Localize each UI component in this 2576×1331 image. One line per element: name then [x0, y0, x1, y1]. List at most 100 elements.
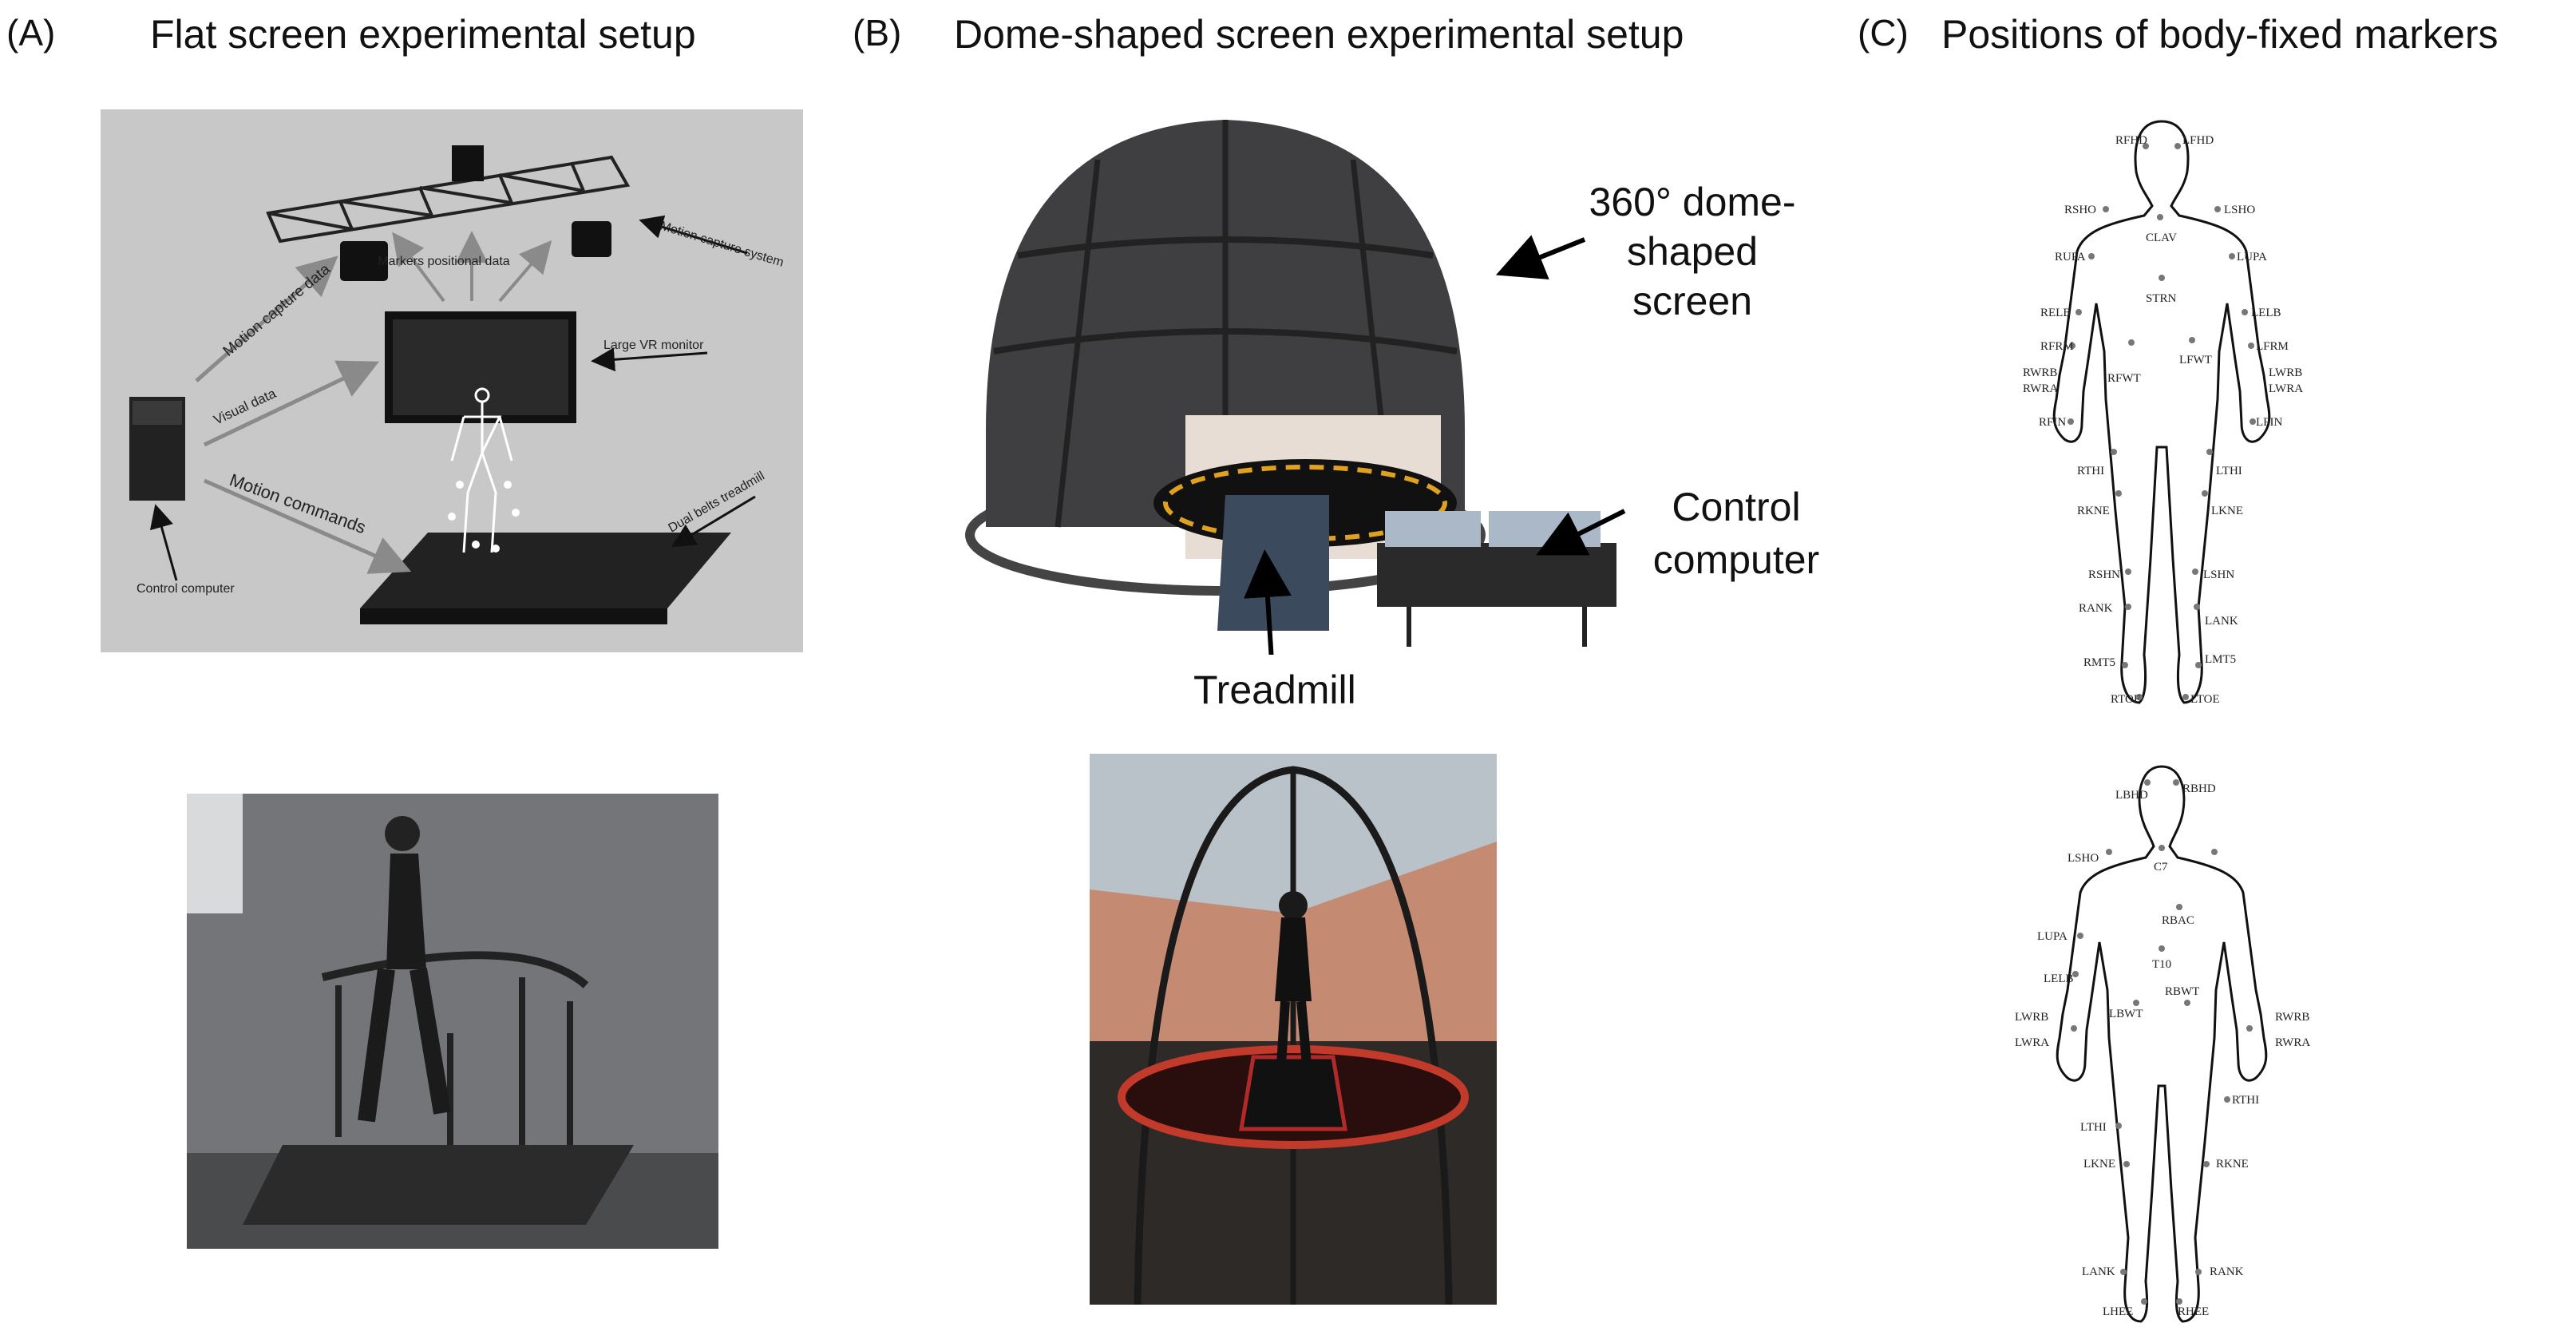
label-control-computer: Control computer	[137, 582, 235, 596]
marker-label-strn: STRN	[2146, 292, 2177, 305]
marker-dot	[2068, 418, 2074, 425]
panel-c-letter: (C)	[1858, 12, 1909, 53]
arrow-motion-capture-data	[195, 256, 338, 382]
marker-label-lfwt: LFWT	[2179, 354, 2212, 366]
dome-photo	[1090, 754, 1497, 1305]
marker-label-rfhd: RFHD	[2115, 134, 2147, 147]
label-markers-positional: Markers positional data	[378, 255, 510, 268]
control-desk	[1377, 543, 1616, 607]
label-visual-data: Visual data	[212, 386, 279, 428]
marker-dot	[2202, 490, 2208, 497]
marker-label-rupa: RUPA	[2055, 251, 2086, 263]
marker-dot	[2115, 1123, 2122, 1129]
marker-dot	[2111, 449, 2117, 455]
marker-label-rank: RANK	[2210, 1266, 2244, 1278]
treadmill-ramp	[1217, 495, 1329, 631]
marker-dot	[2182, 694, 2189, 700]
marker-dot	[2195, 1269, 2202, 1275]
marker-label-rbhd: RBHD	[2182, 782, 2216, 795]
marker-dot	[2125, 568, 2131, 575]
marker-label-rmt5: RMT5	[2083, 656, 2115, 669]
marker-label-rhee: RHEE	[2178, 1305, 2209, 1318]
marker-label-lbhd: LBHD	[2115, 789, 2148, 802]
marker-dot	[2192, 568, 2198, 575]
marker-label-lshn: LSHN	[2203, 568, 2234, 581]
marker-label-rshn: RSHN	[2088, 568, 2120, 581]
marker-label-lsho: LSHO	[2224, 204, 2255, 216]
marker-label-rtoe: RTOE	[2111, 693, 2141, 706]
marker-dot	[2088, 253, 2095, 259]
marker-dot	[2133, 1000, 2139, 1006]
marker-dot	[2157, 214, 2163, 220]
camera-top	[452, 145, 484, 181]
panel-c-title: Positions of body-fixed markers	[1941, 12, 2499, 57]
marker-dot	[2103, 206, 2109, 212]
marker-dot	[492, 545, 500, 553]
marker-label-clav: CLAV	[2146, 232, 2177, 244]
marker-dot	[2125, 604, 2131, 610]
marker-label-rfrm: RFRM	[2040, 340, 2074, 353]
marker-dot	[2159, 845, 2165, 851]
marker-dot	[2246, 1025, 2253, 1032]
front-body-marker-diagram: RFHD LFHD RSHO LSHO CLAV RUPA LUPA STRN …	[1988, 112, 2339, 719]
marker-dot	[2250, 418, 2256, 425]
dome-screen-label: 360° dome-shaped screen	[1589, 180, 1796, 323]
marker-dot	[2077, 933, 2083, 939]
marker-label-lelb: LELB	[2044, 973, 2074, 985]
flat-screen-photo	[187, 794, 718, 1249]
marker-label-lhee: LHEE	[2103, 1305, 2133, 1318]
marker-dot	[2173, 779, 2179, 786]
panel-a-title: Flat screen experimental setup	[150, 12, 696, 57]
marker-dot	[2229, 253, 2235, 259]
marker-dot	[2128, 339, 2135, 346]
marker-label-ltoe: LTOE	[2190, 693, 2220, 706]
marker-dot	[2176, 904, 2182, 910]
marker-label-lank: LANK	[2082, 1266, 2115, 1278]
marker-label-c7: C7	[2154, 861, 2168, 873]
marker-label-lank: LANK	[2205, 615, 2238, 628]
panel-b-letter: (B)	[853, 12, 902, 53]
camera-left	[340, 241, 388, 281]
marker-dot	[2122, 662, 2128, 668]
marker-label-rwrb: RWRB	[2275, 1011, 2309, 1024]
marker-label-relb: RELB	[2040, 307, 2071, 319]
marker-dot	[504, 481, 512, 489]
marker-label-lfhd: LFHD	[2182, 134, 2214, 147]
marker-label-lkne: LKNE	[2083, 1158, 2115, 1171]
marker-dot	[2189, 337, 2195, 343]
marker-label-rkne: RKNE	[2077, 505, 2110, 517]
marker-dot	[2075, 309, 2082, 315]
marker-dot	[2159, 275, 2165, 281]
marker-label-lwrb: LWRB	[2015, 1011, 2048, 1024]
marker-dot	[448, 513, 456, 521]
marker-label-lelb: LELB	[2251, 307, 2281, 319]
marker-dot	[456, 481, 464, 489]
marker-label-rfin: RFIN	[2039, 416, 2066, 429]
marker-label-lsho: LSHO	[2068, 852, 2099, 865]
marker-label-lthi: LTHI	[2080, 1121, 2107, 1134]
marker-dot	[2195, 662, 2202, 668]
marker-label-lupa: LUPA	[2237, 251, 2267, 263]
marker-label-rwra: RWRA	[2023, 382, 2058, 395]
marker-dot	[2143, 143, 2149, 149]
marker-label-lwrb: LWRB	[2269, 366, 2302, 379]
marker-label-rbwt: RBWT	[2165, 985, 2199, 998]
marker-dot	[2224, 1096, 2230, 1103]
marker-label-lkne: LKNE	[2211, 505, 2243, 517]
arrow-motion-commands	[203, 478, 412, 574]
marker-dot	[2242, 309, 2248, 315]
back-body-marker-diagram: LBHD RBHD LSHO C7 RBAC LUPA T10 LELB RBW…	[1988, 759, 2339, 1325]
treadmill-photo-illustration	[187, 794, 718, 1249]
marker-label-t10: T10	[2152, 958, 2171, 971]
marker-label-lbwt: LBWT	[2109, 1008, 2143, 1020]
marker-dot	[2123, 1161, 2130, 1167]
marker-label-rbac: RBAC	[2162, 914, 2194, 927]
marker-dot	[2072, 971, 2079, 977]
motion-capture-truss	[266, 155, 631, 244]
marker-dot	[2120, 1269, 2127, 1275]
marker-dot	[2069, 343, 2075, 349]
marker-dot	[2194, 604, 2200, 610]
flat-setup-illustration: Motion capture data Markers positional d…	[129, 145, 785, 624]
label-motion-capture-data: Motion capture data	[220, 261, 334, 360]
marker-label-rthi: RTHI	[2232, 1094, 2259, 1107]
